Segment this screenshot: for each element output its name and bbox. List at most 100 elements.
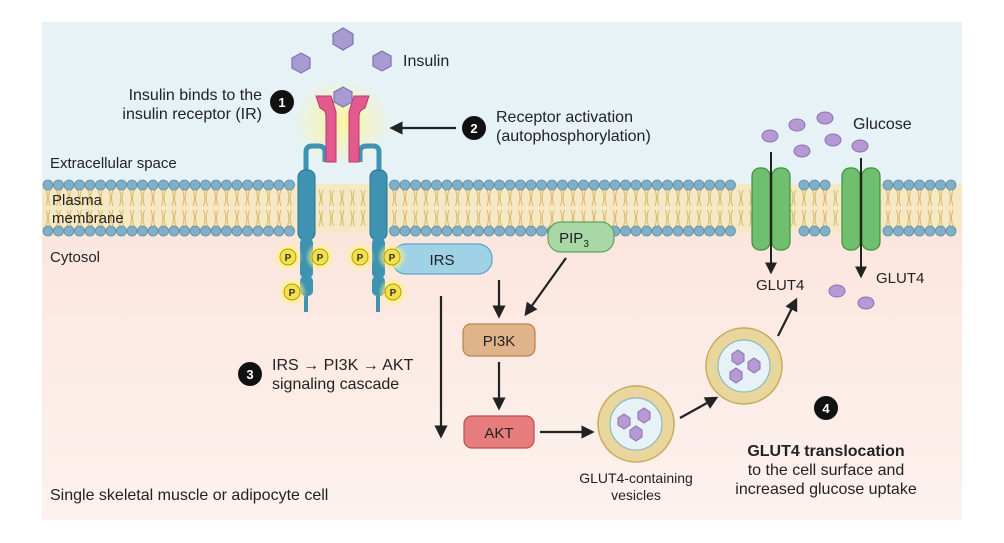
lipid-head-lower bbox=[809, 225, 820, 237]
lipid-tail-pair-lower bbox=[675, 209, 681, 227]
glut4-left-half-b bbox=[771, 167, 791, 251]
lipid-head-upper bbox=[147, 179, 159, 191]
lipid-tail-pair-upper bbox=[675, 189, 681, 207]
lipid-tail-pair-lower bbox=[234, 209, 240, 227]
glut4-left-half-a bbox=[751, 167, 771, 251]
lipid-head-lower bbox=[84, 225, 96, 237]
lipid-head-upper bbox=[882, 179, 894, 191]
step-3: 3 IRS → PI3K → AKT signaling cascade bbox=[238, 357, 414, 393]
vesicle-1 bbox=[597, 385, 675, 463]
lipid-head-lower bbox=[137, 225, 148, 237]
lipid-head-upper bbox=[126, 179, 138, 191]
glut4-left-label: GLUT4 bbox=[756, 277, 804, 294]
lipid-head-upper bbox=[567, 179, 579, 191]
lipid-tail-pair-upper bbox=[917, 189, 922, 207]
lipid-tail-pair-lower bbox=[192, 209, 198, 227]
lipid-head-upper bbox=[630, 179, 642, 191]
lipid-head-lower bbox=[210, 225, 222, 237]
lipid-head-lower bbox=[431, 225, 442, 237]
insulin-receptor bbox=[292, 78, 392, 312]
glucose-4 bbox=[793, 144, 811, 158]
lipid-tail-pair-upper bbox=[339, 189, 345, 207]
lipid-head-lower bbox=[147, 225, 159, 237]
lipid-tail-pair-lower bbox=[686, 209, 691, 227]
lipid-head-upper bbox=[704, 179, 715, 191]
lipid-tail-pair-upper bbox=[129, 189, 135, 207]
glucose-7 bbox=[828, 284, 846, 298]
lipid-head-upper bbox=[599, 179, 610, 191]
lipid-tail-pair-lower bbox=[108, 209, 114, 227]
lipid-tail-pair-lower bbox=[927, 209, 933, 227]
lipid-head-upper bbox=[116, 179, 127, 191]
lipid-head-upper bbox=[914, 179, 925, 191]
vesicles-label-1: GLUT4-containing bbox=[579, 470, 693, 486]
lipid-tail-pair-lower bbox=[707, 209, 712, 227]
lipid-tail-pair-lower bbox=[423, 209, 429, 227]
lipid-head-upper bbox=[515, 179, 526, 191]
lipid-tail-pair-upper bbox=[822, 189, 828, 207]
lipid-tail-pair-lower bbox=[455, 209, 460, 227]
lipid-tail-pair-upper bbox=[528, 189, 534, 207]
lipid-tail-pair-lower bbox=[885, 209, 891, 227]
phospho-label: P bbox=[390, 288, 397, 299]
lipid-tail-pair-upper bbox=[507, 189, 513, 207]
step-3-line-2: signaling cascade bbox=[272, 376, 399, 393]
vesicle-1-glucose-a bbox=[617, 413, 631, 430]
lipid-tail-pair-lower bbox=[402, 209, 408, 227]
receptor-beta-right bbox=[357, 143, 382, 170]
glucose-3 bbox=[816, 111, 834, 125]
vesicles-label-2: vesicles bbox=[611, 487, 661, 503]
lipid-head-lower bbox=[389, 225, 400, 237]
lipid-tail-pair-upper bbox=[801, 189, 807, 207]
extracellular-region bbox=[42, 22, 962, 184]
lipid-tail-pair-upper bbox=[66, 189, 72, 207]
lipid-head-lower bbox=[924, 225, 936, 237]
lipid-tail-pair-upper bbox=[906, 189, 912, 207]
lipid-tail-pair-upper bbox=[360, 189, 366, 207]
step-3-badge bbox=[238, 362, 262, 386]
insulin-label: Insulin bbox=[403, 53, 449, 70]
lipid-tail-pair-upper bbox=[161, 189, 166, 207]
lipid-tail-pair-upper bbox=[896, 189, 901, 207]
step-4: 4 GLUT4 translocation to the cell surfac… bbox=[735, 396, 917, 498]
receptor-alpha-left bbox=[315, 95, 337, 163]
lipid-head-upper bbox=[462, 179, 474, 191]
lipid-head-upper bbox=[494, 179, 505, 191]
lipid-tail-pair-upper bbox=[287, 189, 292, 207]
lipid-head-upper bbox=[168, 179, 180, 191]
lipid-tail-pair-upper bbox=[402, 189, 408, 207]
lipid-tail-pair-upper bbox=[644, 189, 649, 207]
receptor-alpha-right bbox=[348, 95, 370, 163]
lipid-head-lower bbox=[189, 225, 201, 237]
lipid-head-lower bbox=[273, 225, 285, 237]
cell-caption: Single skeletal muscle or adipocyte cell bbox=[50, 487, 328, 504]
lipid-tail-pair-upper bbox=[245, 189, 250, 207]
lipid-head-upper bbox=[431, 179, 442, 191]
lipid-tail-pair-upper bbox=[192, 189, 198, 207]
lipid-head-upper bbox=[284, 179, 295, 191]
lipid-tail-pair-upper bbox=[591, 189, 597, 207]
lipid-head-upper bbox=[242, 179, 253, 191]
lipid-tail-pair-upper bbox=[434, 189, 439, 207]
lipid-tail-pair-lower bbox=[444, 209, 450, 227]
lipid-tail-pair-upper bbox=[266, 189, 271, 207]
lipid-head-upper bbox=[473, 179, 484, 191]
pip3-subscript: 3 bbox=[583, 239, 589, 250]
lipid-tail-pair-lower bbox=[812, 209, 817, 227]
lipid-head-upper bbox=[137, 179, 148, 191]
glut4-right-label: GLUT4 bbox=[876, 270, 924, 287]
phospho-group bbox=[279, 248, 297, 266]
lipid-head-upper bbox=[651, 179, 663, 191]
lipid-tail-pair-lower bbox=[45, 209, 51, 227]
lipid-head-upper bbox=[105, 179, 117, 191]
lipid-tail-pair-upper bbox=[486, 189, 492, 207]
akt-label: AKT bbox=[484, 425, 513, 442]
lipid-head-upper bbox=[903, 179, 915, 191]
step-3-line-1: IRS → PI3K → AKT bbox=[272, 357, 414, 374]
step-1-line-1: Insulin binds to the bbox=[129, 87, 263, 104]
lipid-head-lower bbox=[494, 225, 505, 237]
lipid-tail-pair-lower bbox=[182, 209, 187, 227]
lipid-head-upper bbox=[672, 179, 684, 191]
pip3-node: PIP3 bbox=[547, 221, 615, 253]
lipid-head-upper bbox=[620, 179, 631, 191]
